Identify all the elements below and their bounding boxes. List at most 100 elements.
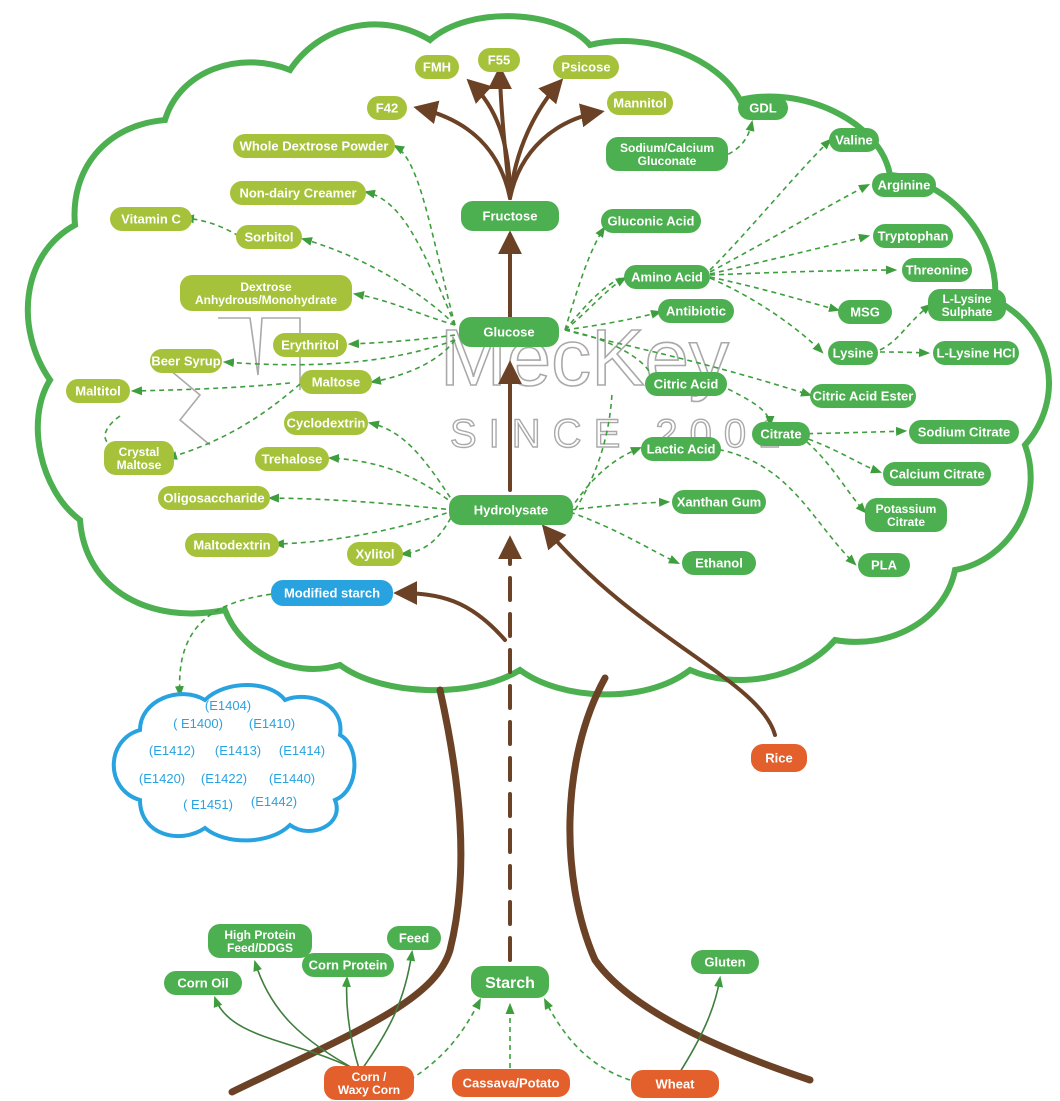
node-arginine: Arginine: [872, 173, 936, 197]
node-label: L-Lysine: [943, 292, 992, 306]
node-background: [110, 207, 192, 231]
node-label: Calcium Citrate: [889, 467, 984, 482]
node-label: Sodium Citrate: [918, 425, 1010, 440]
node-label: Erythritol: [281, 338, 339, 353]
node-background: [255, 447, 329, 471]
node-xanthan-gum: Xanthan Gum: [672, 490, 766, 514]
node-hydrolysate: Hydrolysate: [449, 495, 573, 525]
node-wheat: Wheat: [631, 1070, 719, 1098]
node-label: Amino Acid: [631, 270, 703, 285]
node-background: [452, 1069, 570, 1097]
node-maltose: Maltose: [300, 370, 372, 394]
e-code: (E1413): [215, 743, 261, 758]
e-code-cloud: [111, 683, 357, 843]
node-cyclodextrin: Cyclodextrin: [284, 411, 368, 435]
e-code: (E1414): [279, 743, 325, 758]
trunk-arrows: [393, 65, 777, 962]
node-trehalose: Trehalose: [255, 447, 329, 471]
node-ethanol: Ethanol: [682, 551, 756, 575]
node-background: [300, 370, 372, 394]
node-f42: F42: [367, 96, 407, 120]
node-label: Hydrolysate: [474, 503, 548, 518]
node-label: FMH: [423, 60, 451, 75]
node-background: [367, 96, 407, 120]
node-background: [645, 372, 727, 396]
node-corn-waxy-corn: Corn /Waxy Corn: [324, 1066, 414, 1100]
node-label: Feed: [399, 931, 429, 946]
node-label: Glucose: [483, 325, 534, 340]
node-background: [415, 55, 459, 79]
node-oligosaccharide: Oligosaccharide: [158, 486, 270, 510]
node-background: [751, 744, 807, 772]
node-label: Cassava/Potato: [463, 1076, 560, 1091]
node-background: [858, 553, 910, 577]
node-label: Xylitol: [355, 547, 394, 562]
node-background: [641, 437, 721, 461]
node-background: [387, 926, 441, 950]
node-xylitol: Xylitol: [347, 542, 403, 566]
node-label: Wheat: [656, 1077, 696, 1092]
node-valine: Valine: [829, 128, 879, 152]
node-vitamin-c: Vitamin C: [110, 207, 192, 231]
node-background: [902, 258, 972, 282]
node-label: Trehalose: [262, 452, 323, 467]
node-label: Beer Syrup: [151, 354, 220, 369]
node-background: [236, 225, 302, 249]
node-cassava-potato: Cassava/Potato: [452, 1069, 570, 1097]
node-label: Sorbitol: [244, 230, 293, 245]
node-background: [933, 341, 1019, 365]
node-psicose: Psicose: [553, 55, 619, 79]
node-label: PLA: [871, 558, 898, 573]
node-sodium-citrate: Sodium Citrate: [909, 420, 1019, 444]
node-fmh: FMH: [415, 55, 459, 79]
node-background: [691, 950, 759, 974]
node-label: Maltose: [117, 458, 162, 472]
e-code-list: (E1404)( E1400)(E1410)(E1412)(E1413)(E14…: [139, 698, 325, 812]
node-rice: Rice: [751, 744, 807, 772]
node-background: [810, 384, 916, 408]
node-background: [150, 349, 222, 373]
node-label: Sodium/Calcium: [620, 141, 714, 155]
node-label: Sulphate: [942, 305, 993, 319]
tree-trunk: [228, 674, 814, 1096]
node-label: Crystal: [119, 445, 160, 459]
node-label: Arginine: [878, 178, 931, 193]
node-background: [738, 96, 788, 120]
node-background: [449, 495, 573, 525]
node-l-lysine-hcl: L-Lysine HCl: [933, 341, 1019, 365]
node-label: Corn /: [352, 1070, 387, 1084]
node-background: [631, 1070, 719, 1098]
e-code: (E1404): [205, 698, 251, 713]
node-whole-dextrose-powder: Whole Dextrose Powder: [233, 134, 395, 158]
node-citrate: Citrate: [752, 422, 810, 446]
node-background: [158, 486, 270, 510]
node-gdl: GDL: [738, 96, 788, 120]
node-label: Corn Oil: [177, 976, 228, 991]
node-calcium-citrate: Calcium Citrate: [883, 462, 991, 486]
node-background: [66, 379, 130, 403]
node-lysine: Lysine: [828, 341, 878, 365]
node-sorbitol: Sorbitol: [236, 225, 302, 249]
node-background: [752, 422, 810, 446]
node-modified-starch: Modified starch: [271, 580, 393, 606]
node-label: Cyclodextrin: [287, 416, 366, 431]
node-label: Citrate: [760, 427, 801, 442]
node-background: [185, 533, 279, 557]
node-background: [601, 209, 701, 233]
node-background: [829, 128, 879, 152]
node-label: Antibiotic: [666, 304, 726, 319]
node-label: High Protein: [224, 928, 295, 942]
node-label: Modified starch: [284, 586, 380, 601]
node-label: Rice: [765, 751, 792, 766]
node-glucose: Glucose: [459, 317, 559, 347]
node-label: F55: [488, 53, 510, 68]
node-background: [553, 55, 619, 79]
node-fructose: Fructose: [461, 201, 559, 231]
node-background: [838, 300, 892, 324]
